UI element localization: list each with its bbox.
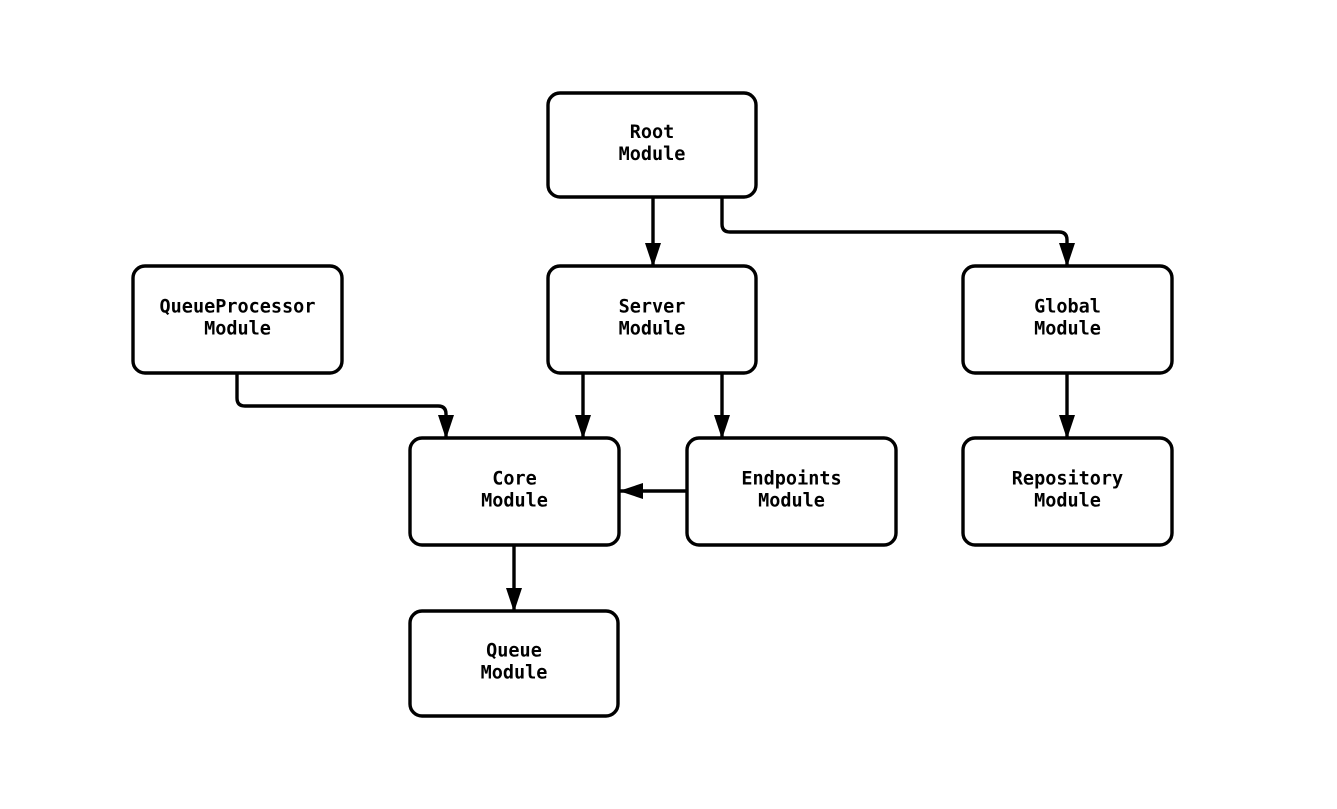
edge-queueprocessor-to-core — [235, 373, 454, 439]
edge-root-to-global — [720, 197, 1075, 267]
